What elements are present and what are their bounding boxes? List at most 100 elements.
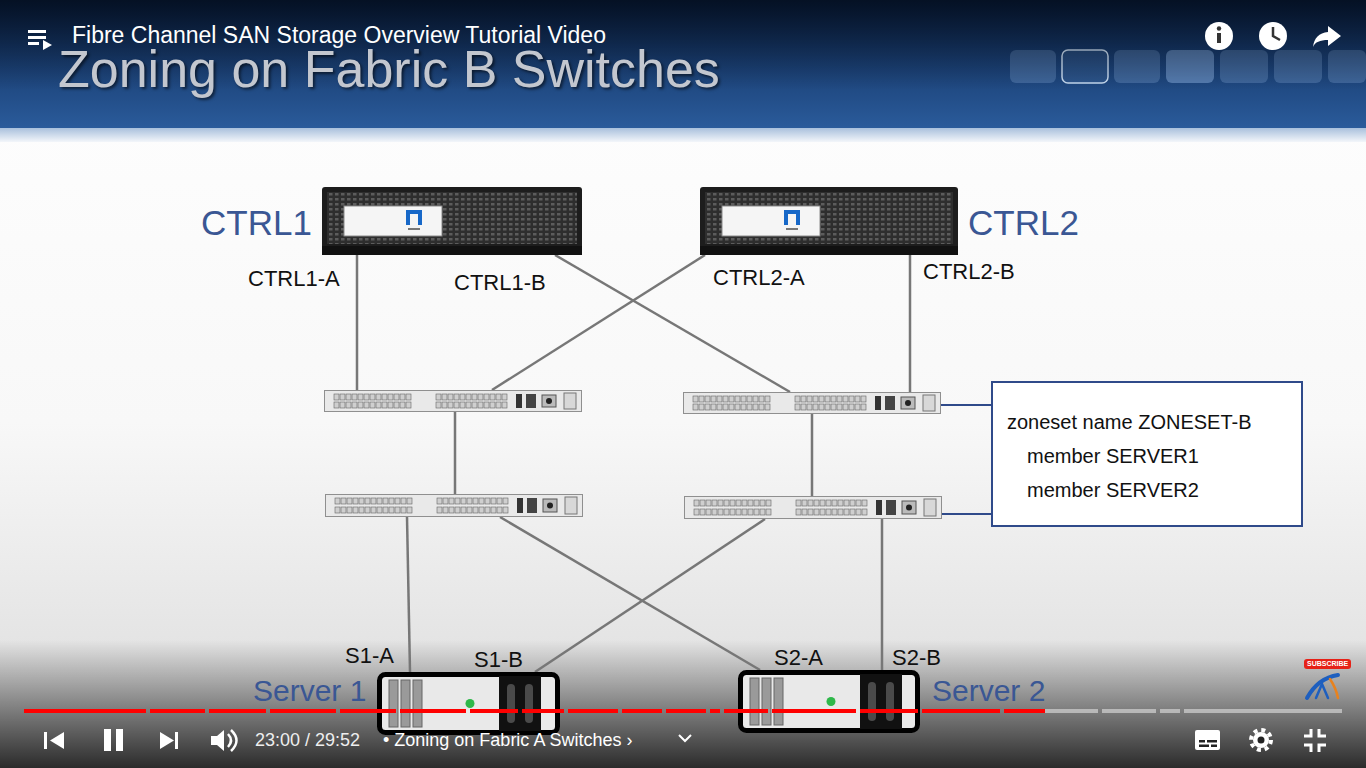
- server-chassis: [413, 680, 422, 727]
- fc-switch: [473, 507, 478, 513]
- storage-controller: [322, 187, 582, 255]
- playlist-icon: [28, 30, 52, 50]
- fc-switch: [901, 397, 915, 409]
- fc-link: [535, 519, 765, 672]
- server-chassis: [466, 699, 475, 708]
- settings-icon: [1251, 730, 1271, 750]
- fc-switch: [497, 507, 502, 513]
- storage-controller: [700, 246, 958, 255]
- port-label: CTRL1-B: [454, 270, 546, 295]
- fc-switch: [382, 402, 387, 408]
- fc-switch: [861, 396, 866, 402]
- info-icon: [1217, 26, 1221, 30]
- fc-switch: [838, 509, 843, 515]
- fc-switch: [796, 500, 801, 506]
- fc-switch: [742, 500, 747, 506]
- fc-switch: [861, 404, 866, 410]
- fc-switch: [437, 498, 442, 504]
- fc-switch: [437, 507, 442, 513]
- exit-fullscreen-icon: [1319, 729, 1326, 736]
- fc-switch: [754, 500, 759, 506]
- fc-switch: [383, 498, 388, 504]
- fc-link: [407, 517, 410, 672]
- fc-switch-node: [684, 496, 942, 519]
- port-label: S2-B: [892, 645, 941, 670]
- fc-switch: [479, 498, 484, 504]
- storage-controller: [700, 187, 958, 255]
- fc-switch: [906, 505, 912, 511]
- fc-link: [500, 517, 760, 670]
- fc-switch: [748, 500, 753, 506]
- progress-remaining: [1184, 709, 1342, 713]
- fc-switch: [341, 507, 346, 513]
- callout-leader: [942, 513, 991, 515]
- server-label: Server 1: [253, 674, 366, 709]
- fc-switch: [849, 404, 854, 410]
- fc-switch: [496, 402, 501, 408]
- captions-icon: [1199, 740, 1205, 743]
- fc-switch: [502, 394, 507, 400]
- port-label-wrap: CTRL1-A: [248, 266, 340, 291]
- storage-controller: [722, 206, 820, 236]
- fc-switch: [684, 393, 941, 414]
- progress-remaining: [1045, 709, 1098, 713]
- fc-switch: [825, 404, 830, 410]
- fc-switch: [808, 509, 813, 515]
- fc-switch: [819, 396, 824, 402]
- fc-switch: [407, 498, 412, 504]
- fc-switch: [478, 394, 483, 400]
- fc-switch: [735, 404, 740, 410]
- fc-switch: [706, 509, 711, 515]
- fc-switch: [491, 507, 496, 513]
- progress-played: [270, 709, 336, 713]
- header-band: [0, 0, 1366, 130]
- fc-switch: [712, 509, 717, 515]
- fc-switch: [802, 509, 807, 515]
- fc-switch: [753, 396, 758, 402]
- channel-watermark: [1330, 679, 1338, 698]
- fc-switch: [359, 507, 364, 513]
- player-controls: [44, 732, 47, 749]
- fc-switch: [491, 498, 496, 504]
- fc-switch: [490, 402, 495, 408]
- player-controls: [228, 734, 231, 747]
- fc-switch: [503, 507, 508, 513]
- watch-later-icon: [1273, 27, 1280, 40]
- fc-switch: [466, 394, 471, 400]
- fc-switch: [875, 396, 881, 410]
- info-icon: [1205, 22, 1233, 50]
- server-chassis: [525, 684, 533, 723]
- fc-switch: [923, 395, 935, 411]
- fc-switch: [760, 509, 765, 515]
- fc-switch: [347, 498, 352, 504]
- zoneset-line: member SERVER2: [1027, 473, 1281, 507]
- fc-switch: [401, 507, 406, 513]
- server-node: Server 1: [253, 672, 560, 735]
- fc-switch: [855, 404, 860, 410]
- fc-switch: [826, 509, 831, 515]
- fc-switch: [759, 404, 764, 410]
- fc-switch: [766, 500, 771, 506]
- fc-switch: [718, 509, 723, 515]
- fc-switch: [401, 498, 406, 504]
- player-bottom-shade: [0, 640, 1366, 768]
- fc-switch: [485, 507, 490, 513]
- fc-switch: [388, 402, 393, 408]
- fc-switch: [741, 404, 746, 410]
- fc-switch: [461, 507, 466, 513]
- fc-switch: [832, 509, 837, 515]
- fc-switch: [454, 402, 459, 408]
- fc-switch: [395, 507, 400, 513]
- fc-switch: [717, 404, 722, 410]
- storage-controller: [700, 187, 958, 255]
- fc-switch: [449, 498, 454, 504]
- fc-switch: [706, 500, 711, 506]
- playlist-icon: [28, 42, 39, 45]
- fc-switch: [460, 402, 465, 408]
- fc-switch: [496, 394, 501, 400]
- progress-remaining: [1102, 709, 1156, 713]
- fc-switch: [466, 402, 471, 408]
- fc-switch: [735, 396, 740, 402]
- slide-title-wrap: Zoning on Fabric B Switches: [58, 40, 720, 100]
